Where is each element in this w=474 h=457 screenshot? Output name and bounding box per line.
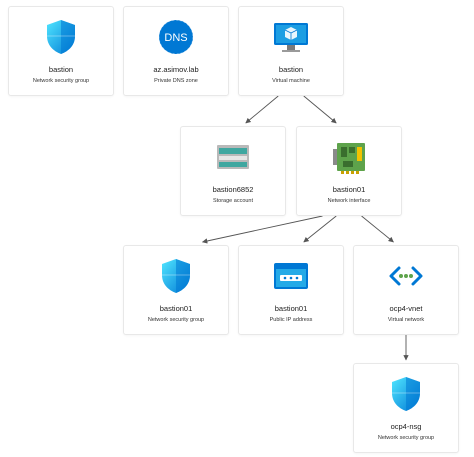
node-subtitle: Network security group bbox=[377, 435, 435, 441]
node-title: bastion6852 bbox=[212, 185, 254, 194]
node-title: bastion01 bbox=[159, 304, 193, 313]
node-subtitle: Virtual network bbox=[387, 317, 425, 323]
vnet-icon bbox=[386, 256, 426, 296]
node-subtitle: Network security group bbox=[147, 317, 205, 323]
node-title: ocp4-vnet bbox=[389, 304, 423, 313]
dns-icon: DNS bbox=[156, 17, 196, 57]
svg-text:DNS: DNS bbox=[164, 32, 187, 44]
public-ip-icon bbox=[271, 256, 311, 296]
node-nic-bastion01[interactable]: bastion01 Network interface bbox=[296, 126, 402, 216]
shield-icon bbox=[156, 256, 196, 296]
node-title: bastion bbox=[48, 65, 74, 74]
shield-icon bbox=[41, 17, 81, 57]
node-subtitle: Network security group bbox=[32, 78, 90, 84]
monitor-icon bbox=[271, 17, 311, 57]
node-subtitle: Virtual machine bbox=[272, 78, 310, 84]
node-subtitle: Public IP address bbox=[269, 317, 313, 323]
node-pip-bastion01[interactable]: bastion01 Public IP address bbox=[238, 245, 344, 335]
edge-nic-bastion01-to-vnet-ocp4 bbox=[361, 215, 394, 243]
node-title: bastion01 bbox=[274, 304, 308, 313]
node-subtitle: Network interface bbox=[327, 198, 371, 204]
network-card-icon bbox=[329, 137, 369, 177]
storage-icon bbox=[213, 137, 253, 177]
edge-vm-bastion-to-storage-bastion6852 bbox=[245, 95, 279, 124]
node-nsg-bastion[interactable]: bastion Network security group bbox=[8, 6, 114, 96]
node-vnet-ocp4[interactable]: ocp4-vnet Virtual network bbox=[353, 245, 459, 335]
shield-icon bbox=[386, 374, 426, 414]
node-subtitle: Storage account bbox=[212, 198, 254, 204]
node-nsg-bastion01[interactable]: bastion01 Network security group bbox=[123, 245, 229, 335]
node-title: ocp4-nsg bbox=[390, 422, 422, 431]
node-subtitle: Private DNS zone bbox=[154, 78, 198, 84]
node-storage-bastion6852[interactable]: bastion6852 Storage account bbox=[180, 126, 286, 216]
node-title: bastion bbox=[278, 65, 304, 74]
node-nsg-ocp4[interactable]: ocp4-nsg Network security group bbox=[353, 363, 459, 453]
node-vm-bastion[interactable]: bastion Virtual machine bbox=[238, 6, 344, 96]
edge-nic-bastion01-to-nsg-bastion01 bbox=[201, 215, 323, 244]
edge-vm-bastion-to-nic-bastion01 bbox=[303, 95, 337, 124]
edge-nic-bastion01-to-pip-bastion01 bbox=[303, 215, 337, 243]
node-title: bastion01 bbox=[332, 185, 366, 194]
node-title: az.asimov.lab bbox=[153, 65, 199, 74]
node-dns-zone[interactable]: DNS az.asimov.lab Private DNS zone bbox=[123, 6, 229, 96]
